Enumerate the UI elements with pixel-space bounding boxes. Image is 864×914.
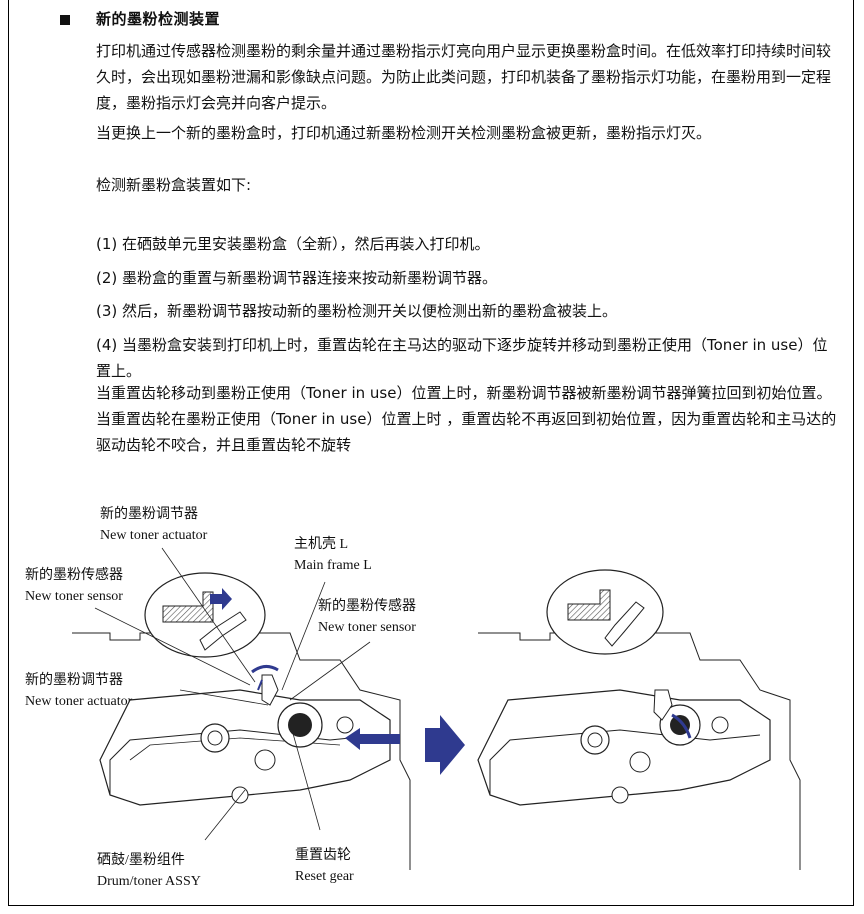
main-frame-right [478, 632, 801, 870]
closing-paragraph: 当重置齿轮移动到墨粉正使用（Toner in use）位置上时，新墨粉调节器被新… [96, 384, 837, 454]
actuator-lever-left [199, 611, 247, 651]
insert-arrow-icon [345, 728, 400, 750]
step-4: (4) 当墨粉盒安装到打印机上时，重置齿轮在主马达的驱动下逐步旋转并移动到墨粉正… [96, 336, 828, 380]
label-actuator-left: 新的墨粉调节器 New toner actuator [25, 673, 133, 709]
step-2: (2) 墨粉盒的重置与新墨粉调节器连接来按动新墨粉调节器。 [96, 269, 498, 287]
cartridge-left [99, 689, 391, 806]
sensor-block-left [162, 591, 214, 623]
actuator-lever-right [604, 601, 645, 647]
section-title: 新的墨粉检测装置 [96, 10, 221, 28]
main-frame-left [72, 632, 411, 870]
curve-arrow-icon [251, 665, 279, 674]
label-drum-assy: 硒鼓/墨粉组件 Drum/toner ASSY [97, 853, 201, 889]
label-reset-gear: 重置齿轮 Reset gear [295, 848, 354, 884]
sensor-block-right [567, 589, 611, 621]
label-actuator-top: 新的墨粉调节器 New toner actuator [100, 507, 208, 543]
label-main-frame: 主机壳 L Main frame L [294, 537, 372, 573]
actuator-arm-left [261, 674, 279, 706]
arrow-right-small-icon [210, 588, 232, 610]
label-sensor-left: 新的墨粉传感器 New toner sensor [25, 568, 123, 604]
transition-arrow-icon [425, 715, 465, 775]
paragraph-replace: 当更换上一个新的墨粉盒时，打印机通过新墨粉检测开关检测墨粉盒被更新，墨粉指示灯灭… [96, 124, 712, 142]
bullet-square-icon [60, 15, 70, 25]
curve-arrow-right-icon [671, 713, 692, 739]
paragraph-mechanism: 检测新墨粉盒装置如下: [96, 176, 252, 194]
toner-mechanism-diagram [72, 547, 801, 870]
step-3: (3) 然后，新墨粉调节器按动新的墨粉检测开关以便检测出新的墨粉盒被装上。 [96, 302, 618, 320]
label-sensor-right: 新的墨粉传感器 New toner sensor [318, 599, 416, 635]
page-frame [8, 0, 854, 906]
paragraph-intro: 打印机通过传感器检测墨粉的剩余量并通过墨粉指示灯亮向用户显示更换墨粉盒时间。在低… [96, 42, 832, 112]
step-1: (1) 在硒鼓单元里安装墨粉盒（全新），然后再装入打印机。 [96, 235, 490, 253]
